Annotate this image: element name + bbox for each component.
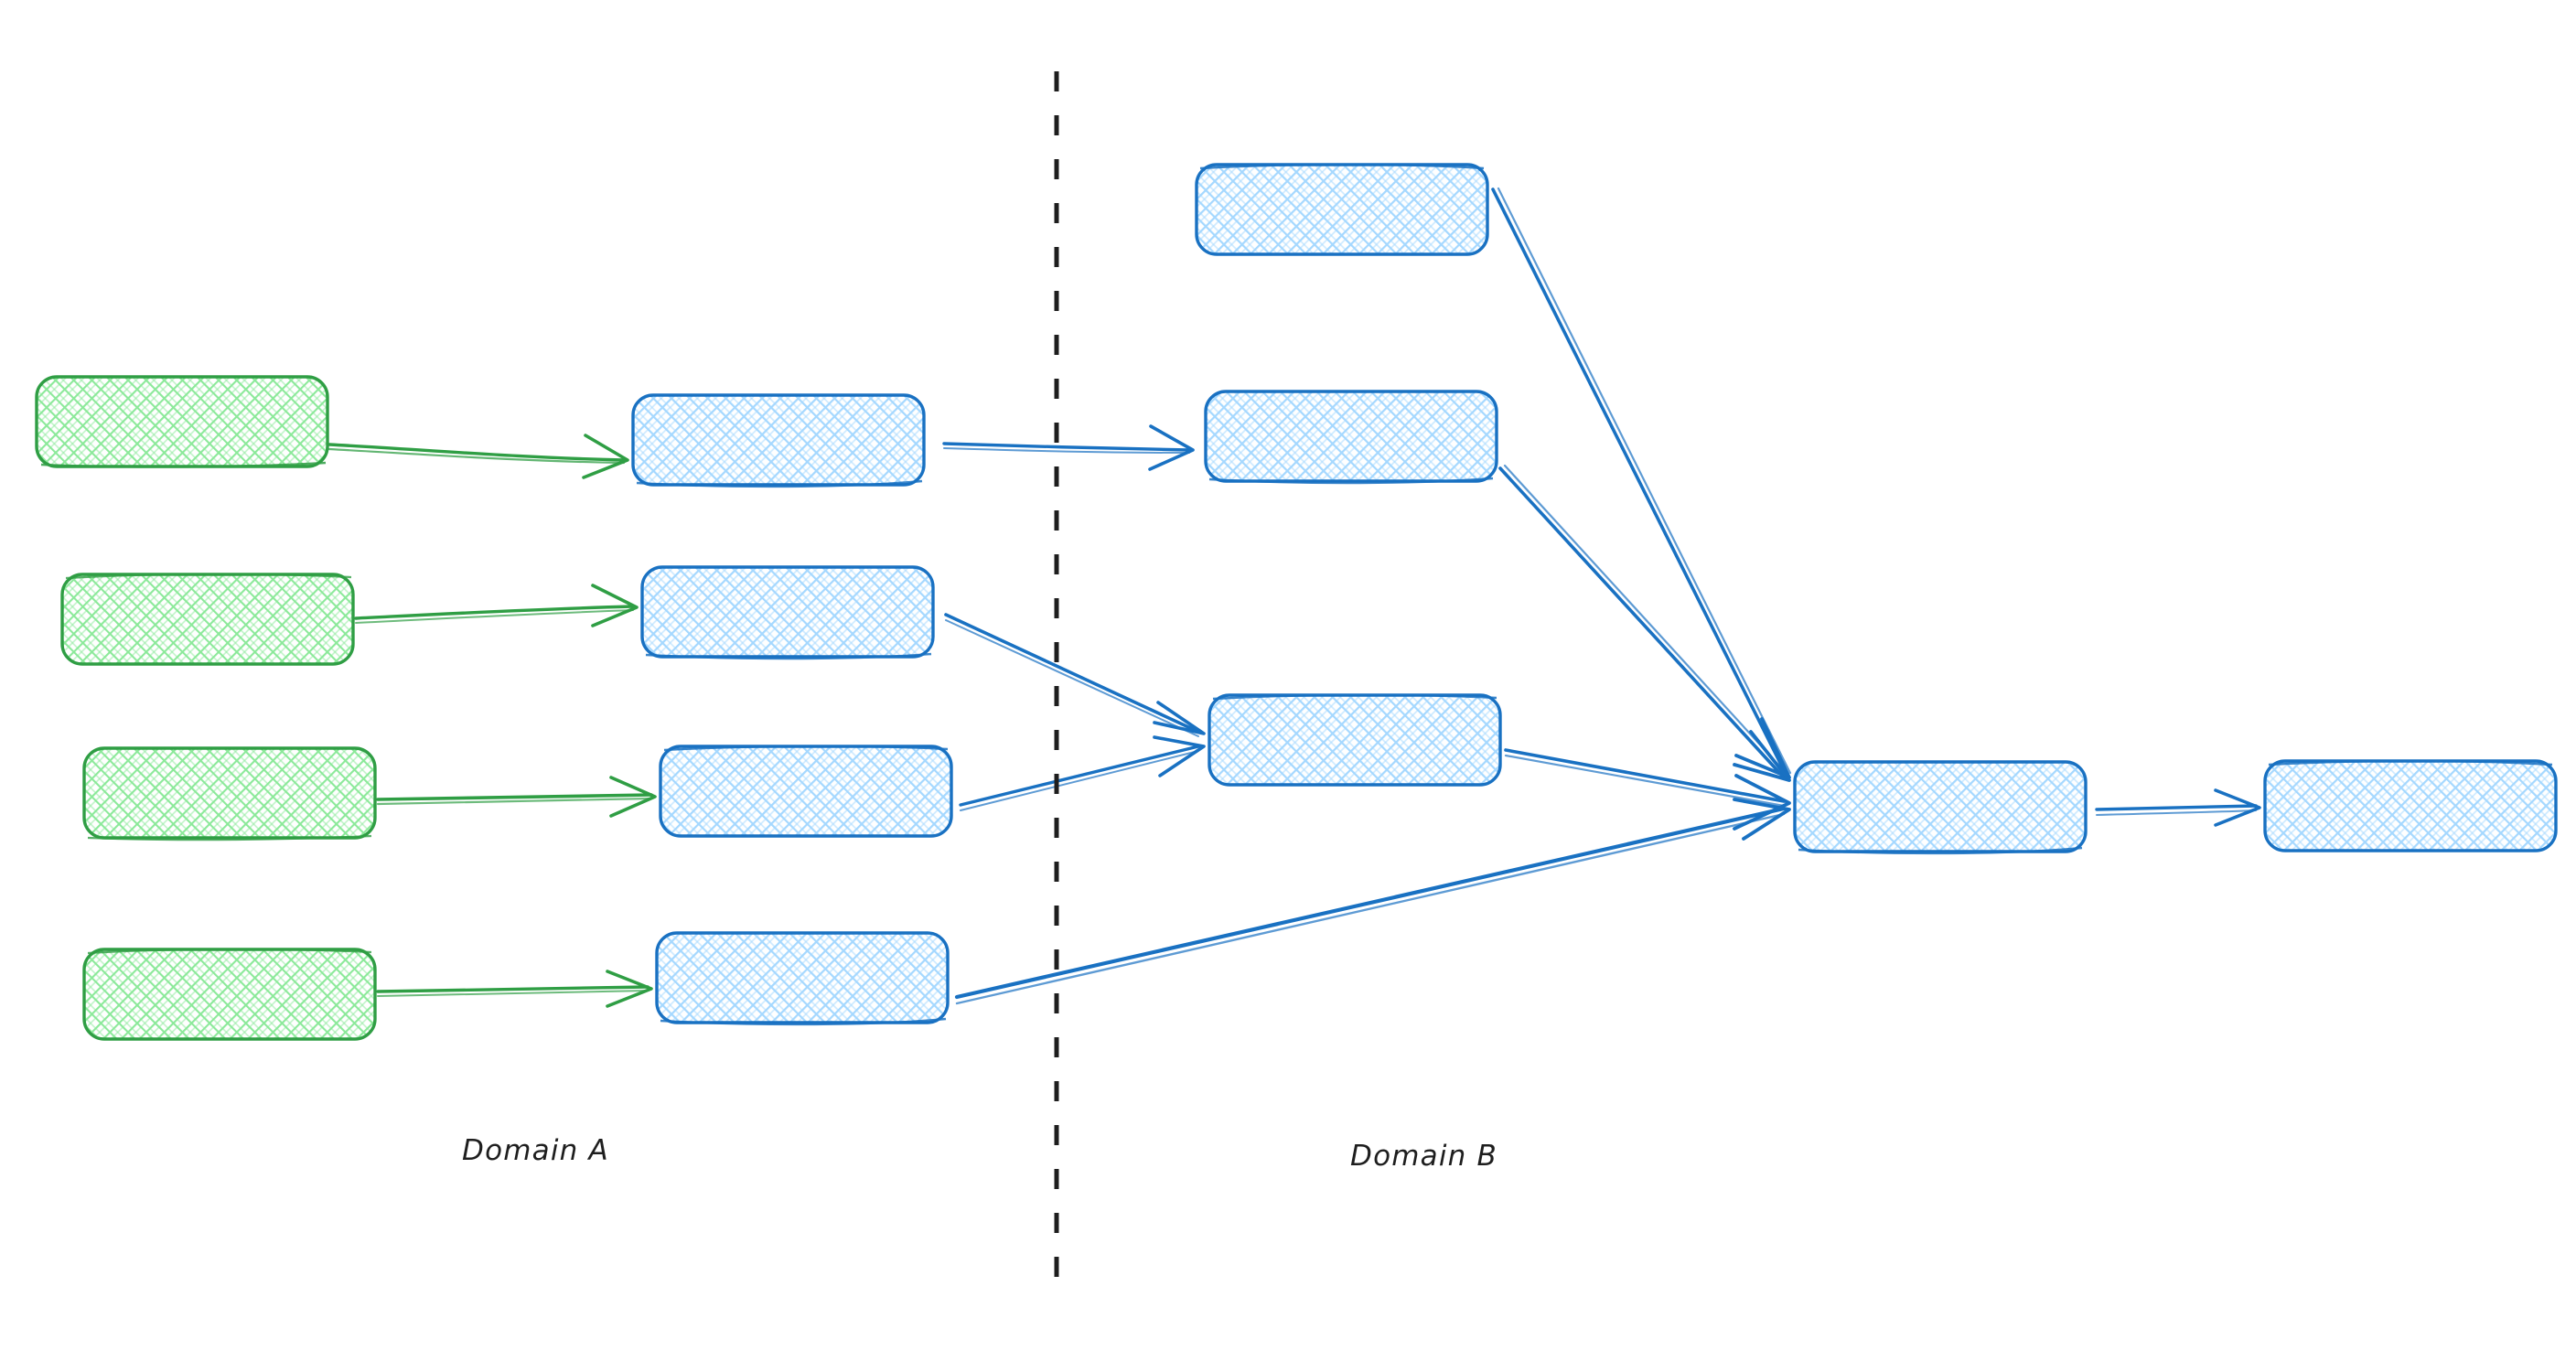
- node-b2[interactable]: [640, 565, 935, 660]
- node-c3[interactable]: [1208, 693, 1502, 787]
- node-d1[interactable]: [1793, 760, 2088, 855]
- node-a3[interactable]: [82, 746, 377, 841]
- node-e1[interactable]: [2263, 759, 2558, 852]
- edges-layer: [327, 187, 2261, 1008]
- edge-a1-b1: [327, 434, 629, 479]
- node-b3[interactable]: [659, 745, 953, 838]
- domain-a-label: Domain A: [462, 1134, 609, 1167]
- edge-a4-b4: [376, 970, 653, 1008]
- domain-b-label: Domain B: [1350, 1140, 1498, 1173]
- edge-b1-c2: [942, 424, 1195, 471]
- node-a1[interactable]: [35, 375, 329, 468]
- edge-b4-d1: [954, 798, 1791, 1005]
- node-a4[interactable]: [82, 948, 377, 1041]
- edge-c1-d1: [1491, 187, 1792, 779]
- edge-c2-d1: [1498, 464, 1791, 782]
- edge-b2-c3: [944, 613, 1206, 737]
- node-b4[interactable]: [655, 931, 950, 1026]
- edge-d1-e1: [2095, 788, 2261, 827]
- node-c1[interactable]: [1195, 163, 1489, 256]
- node-a2[interactable]: [60, 573, 355, 666]
- node-b1[interactable]: [631, 393, 926, 488]
- nodes-layer: [35, 163, 2558, 1041]
- edge-b3-c3: [959, 735, 1206, 811]
- edge-a3-b3: [376, 776, 657, 818]
- edge-a2-b2: [354, 584, 639, 627]
- node-c2[interactable]: [1204, 390, 1498, 485]
- edge-c3-d1: [1504, 748, 1791, 831]
